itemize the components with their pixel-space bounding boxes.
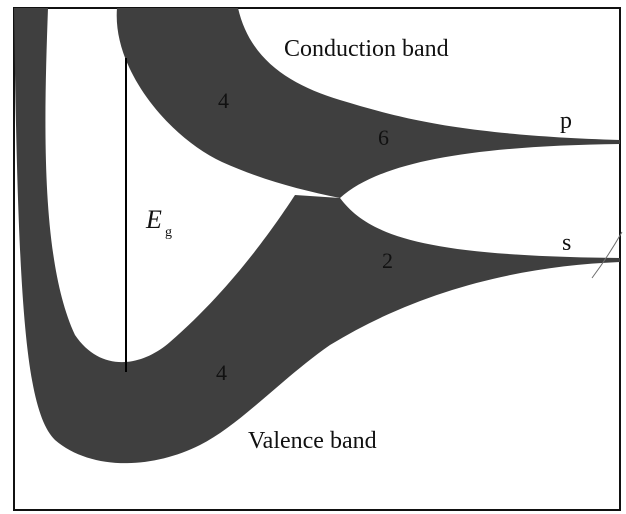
degeneracy-label-valence-lower: 4 [216, 360, 227, 385]
s-orbital-label: s [562, 230, 571, 256]
degeneracy-label-cond-upper: 4 [218, 88, 229, 113]
band-gap-subscript: g [165, 225, 172, 240]
conduction-band-region [116, 8, 620, 198]
p-orbital-label: p [560, 108, 572, 134]
degeneracy-label-s-band: 2 [382, 248, 393, 273]
edge-scratch [591, 231, 623, 279]
valence-band-label: Valence band [248, 428, 377, 454]
band-gap-symbol: E [145, 205, 162, 234]
degeneracy-label-p-band: 6 [378, 125, 389, 150]
valence-band-region [14, 8, 620, 464]
conduction-band-label: Conduction band [284, 36, 449, 62]
